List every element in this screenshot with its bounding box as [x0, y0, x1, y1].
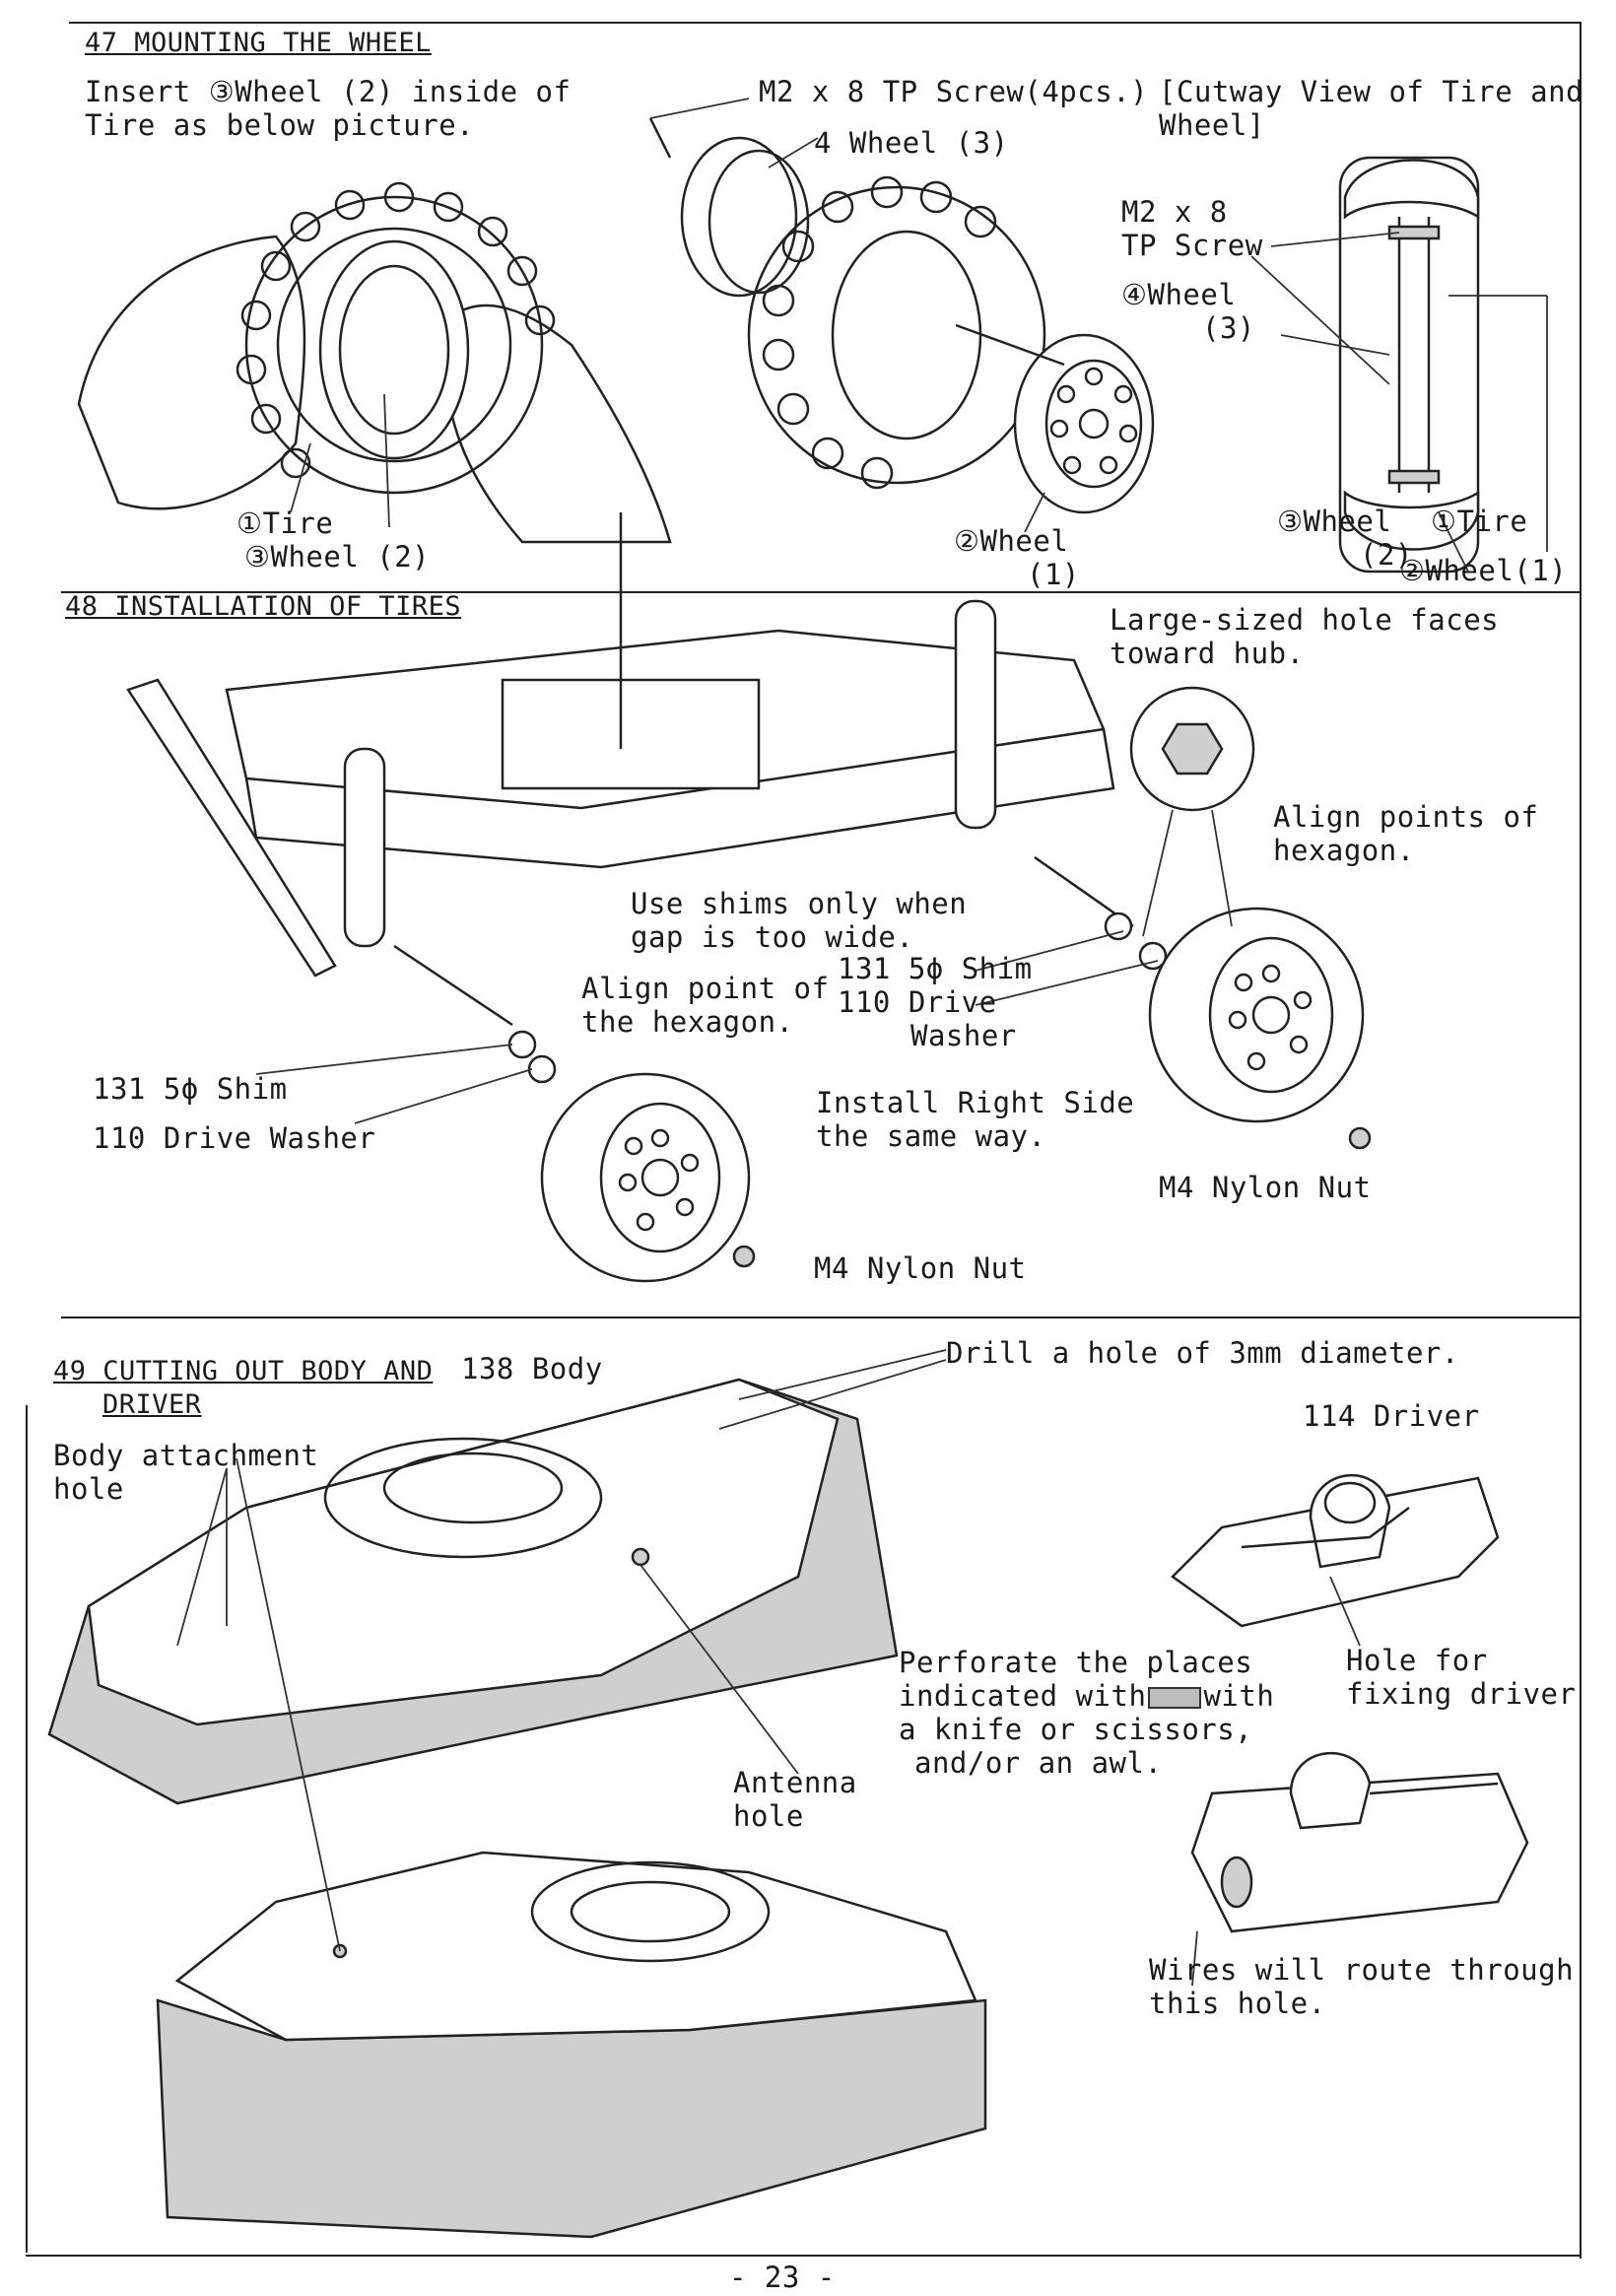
body-part-label: 138 Body	[461, 1352, 603, 1385]
section-48-title: 48 INSTALLATION OF TIRES	[65, 591, 462, 622]
exploded-wheel-illustration	[648, 98, 1155, 533]
install-right-a: Install Right Side	[816, 1086, 1135, 1119]
cutaway-bottom-wheel1: ②Wheel(1)	[1399, 554, 1568, 587]
top-frame-line	[69, 22, 1582, 24]
drill-instruction: Drill a hole of 3mm diameter.	[946, 1336, 1459, 1370]
section-47-instruction-1: Insert ③Wheel (2) inside of	[85, 75, 572, 108]
cutaway-screw-b: TP Screw	[1121, 229, 1263, 262]
label-wheel-3: 4 Wheel (3)	[814, 126, 1009, 160]
cutaway-bottom-tire: ①Tire	[1431, 505, 1528, 538]
left-drive-label: 110 Drive Washer	[93, 1121, 376, 1155]
perforate-b: indicated with with	[899, 1679, 1274, 1713]
cutaway-tire-wheel-illustration	[1250, 156, 1548, 574]
chassis-installation-illustration	[126, 512, 1168, 1124]
divider-48-49	[61, 1317, 1581, 1318]
wheel-holes	[1049, 367, 1138, 475]
label-wheel-2: ③Wheel (2)	[244, 540, 431, 574]
page-number: - 23 -	[729, 2261, 836, 2294]
cutaway-screw-a: M2 x 8	[1121, 195, 1228, 229]
driver-top-illustration	[1171, 1473, 1500, 1647]
perforate-a: Perforate the places	[899, 1646, 1253, 1679]
nut-right-label: M4 Nylon Nut	[1159, 1171, 1372, 1204]
perforate-swatch	[1148, 1687, 1202, 1709]
section-49-title-a: 49 CUTTING OUT BODY AND	[53, 1356, 434, 1386]
perforate-b-text: indicated with	[899, 1679, 1147, 1713]
section-47-title: 47 MOUNTING THE WHEEL	[85, 28, 432, 58]
label-wheel-1a: ②Wheel	[954, 524, 1069, 558]
tire-knobs	[236, 181, 556, 479]
cutaway-bottom-2: (2)	[1360, 538, 1413, 572]
right-wheel-illustration	[1148, 907, 1372, 1150]
hands-inserting-wheel-illustration	[77, 181, 672, 544]
left-frame-line-49	[26, 1405, 28, 2253]
divider-47-48	[61, 591, 1581, 593]
cutaway-title-b: Wheel]	[1159, 108, 1265, 142]
perforate-b2-text: with	[1203, 1679, 1275, 1713]
exploded-tire-knobs	[762, 175, 997, 490]
hole-fix-a: Hole for	[1346, 1644, 1488, 1677]
right-shim-label: 131 5ϕ Shim	[838, 952, 1033, 985]
bottom-frame-line	[26, 2255, 1581, 2257]
align-points-a: Align points of	[1273, 800, 1539, 834]
attach-hole-b: hole	[53, 1472, 124, 1506]
hexagon-callout-illustration	[1129, 686, 1255, 937]
label-wheel-1b: (1)	[1027, 558, 1080, 591]
right-drive-a: 110 Drive	[838, 985, 997, 1019]
perforate-c: a knife or scissors,	[899, 1713, 1253, 1746]
right-drive-b: Washer	[910, 1019, 1017, 1052]
driver-part-label: 114 Driver	[1303, 1399, 1480, 1433]
cutaway-bottom-wheel: ③Wheel	[1277, 505, 1392, 538]
left-wheel-illustration	[540, 1072, 756, 1283]
right-frame-line	[1580, 22, 1582, 2259]
antenna-hole-b: hole	[733, 1799, 804, 1833]
cutaway-title-a: [Cutway View of Tire and	[1159, 75, 1584, 108]
large-hole-b: toward hub.	[1110, 637, 1305, 670]
label-tire: ①Tire	[236, 506, 334, 540]
antenna-hole-a: Antenna	[733, 1766, 857, 1799]
large-hole-a: Large-sized hole faces	[1110, 603, 1500, 637]
nut-left-label: M4 Nylon Nut	[814, 1251, 1027, 1285]
wires-a: Wires will route through	[1149, 1953, 1575, 1987]
wires-b: this hole.	[1149, 1987, 1326, 2020]
shims-b: gap is too wide.	[631, 920, 914, 954]
align-point-a: Align point of	[581, 972, 830, 1005]
align-point-b: the hexagon.	[581, 1005, 794, 1039]
body-underside-illustration	[156, 1457, 987, 2239]
label-screw: M2 x 8 TP Screw(4pcs.)	[759, 75, 1149, 108]
perforate-d: and/or an awl.	[914, 1746, 1163, 1780]
section-47-instruction-2: Tire as below picture.	[85, 108, 475, 142]
section-49-title-b: DRIVER	[102, 1389, 202, 1420]
align-points-b: hexagon.	[1273, 834, 1415, 867]
install-right-b: the same way.	[816, 1119, 1046, 1153]
attach-hole-a: Body attachment	[53, 1439, 319, 1472]
cutaway-wheel3-a: ④Wheel	[1121, 278, 1237, 311]
hole-fix-b: fixing driver	[1346, 1677, 1577, 1711]
cutaway-wheel3-b: (3)	[1202, 311, 1255, 345]
body-top-illustration	[47, 1349, 947, 1805]
driver-underside-illustration	[1190, 1751, 1529, 1987]
left-shim-label: 131 5ϕ Shim	[93, 1072, 288, 1106]
shims-a: Use shims only when	[631, 887, 968, 920]
